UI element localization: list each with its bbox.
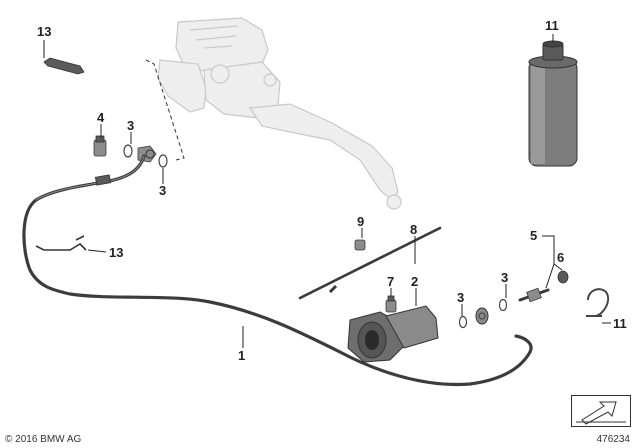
reference-icon-box — [571, 395, 631, 427]
callout-2: 2 — [411, 274, 418, 289]
callout-11: 11 — [613, 316, 627, 331]
part-3-sealing-ring-upper-a — [123, 144, 133, 158]
callout-13: 13 — [109, 245, 123, 260]
part-7-screw — [385, 295, 397, 313]
callout-5: 5 — [530, 228, 537, 243]
part-2-slave-cylinder — [347, 305, 439, 363]
part-3-sealing-ring-upper-b — [158, 154, 168, 168]
callout-3: 3 — [127, 118, 134, 133]
callout-3: 3 — [501, 270, 508, 285]
banjo-fitting — [137, 145, 157, 163]
part-11-clamp — [586, 288, 610, 317]
callout-6: 6 — [557, 250, 564, 265]
callout-1: 1 — [238, 348, 245, 363]
master-cylinder-reference-drawing — [157, 17, 402, 210]
part-9-nut — [354, 239, 366, 251]
part-12-clip — [43, 57, 85, 75]
part-1-clutch-line — [22, 154, 533, 387]
callout-10: 11 — [545, 18, 559, 33]
callout-3: 3 — [457, 290, 464, 305]
callout-12: 13 — [37, 24, 51, 39]
assembly-dash-line — [145, 59, 185, 161]
leader-lines — [43, 34, 611, 348]
callout-4: 4 — [97, 110, 105, 125]
part-4-banjo-bolt — [93, 135, 107, 157]
part-6-bleed-cap — [557, 270, 569, 284]
callouts: 13 4 3 3 13 11 9 8 5 6 3 7 2 3 11 1 — [37, 18, 627, 363]
part-3-sealing-ring-lower-b — [498, 298, 508, 312]
part-8-push-rod — [298, 226, 442, 300]
callout-3: 3 — [159, 183, 166, 198]
part-10-canister — [528, 40, 578, 167]
part-3-sealing-ring-lower-a — [458, 315, 468, 329]
callout-7: 7 — [387, 274, 394, 289]
diagram-number: 476234 — [596, 434, 630, 445]
callout-8: 8 — [410, 222, 417, 237]
lower-banjo-fitting — [475, 307, 489, 325]
arrow-icon — [576, 401, 626, 425]
copyright-text: © 2016 BMW AG — [5, 434, 82, 445]
callout-9: 9 — [357, 214, 364, 229]
part-13-bracket — [35, 235, 87, 251]
part-5-bleed-valve — [518, 287, 550, 303]
